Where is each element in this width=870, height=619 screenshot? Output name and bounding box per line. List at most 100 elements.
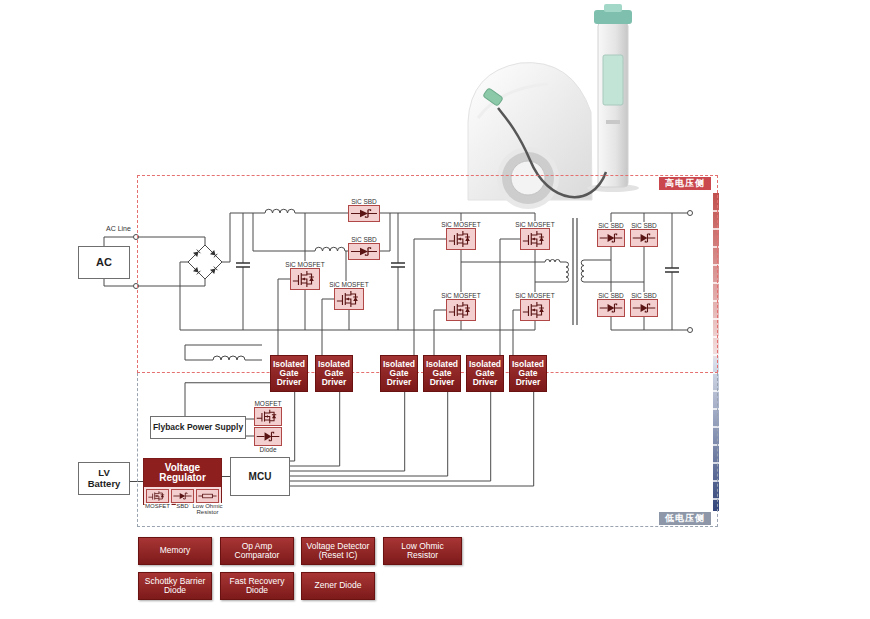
gate-driver-box: Isolated Gate Driver: [509, 355, 547, 392]
pole-screen: [603, 55, 623, 105]
transformer-winding: [566, 260, 584, 282]
gate-driver-box: Isolated Gate Driver: [380, 355, 418, 392]
box-label: Flyback Power Supply: [153, 423, 243, 432]
inductor-symbol: [213, 209, 560, 360]
part-label: SiC MOSFET: [328, 281, 369, 288]
component-box: MOSFET: [254, 407, 282, 426]
wire-connector: [290, 392, 405, 471]
sbd-symbol-use: [600, 234, 623, 242]
wire-connector: [290, 392, 534, 486]
part-label: SiC SBD: [630, 292, 658, 299]
mos-symbol-use: [293, 271, 314, 287]
voltage-colour-bar: [713, 193, 719, 511]
part-label: SiC SBD: [597, 292, 625, 299]
part-label: SBD: [175, 503, 189, 510]
sbd-symbol: [598, 300, 624, 316]
button-label: Voltage Detector (Reset IC): [305, 542, 371, 561]
category-button: Zener Diode: [301, 572, 375, 600]
wire-connector: [290, 392, 491, 481]
mos-symbol-use: [337, 291, 358, 307]
sbd-symbol-use: [351, 248, 377, 256]
mos-symbol: [335, 289, 363, 309]
car-body: [468, 63, 592, 200]
component-box: SiC MOSFET: [334, 288, 364, 310]
wire-connector: [222, 476, 230, 477]
box-label: MCU: [249, 471, 272, 482]
sbd-symbol: [631, 230, 657, 246]
battery-box: LV Battery: [78, 462, 130, 495]
gate-driver-box: Isolated Gate Driver: [423, 355, 461, 392]
component-box: SiC SBD: [597, 229, 625, 247]
power-supply-box: Flyback Power Supply: [150, 416, 246, 439]
box-label: AC: [96, 256, 112, 268]
mos-symbol: [521, 300, 549, 320]
sbd-symbol: [255, 428, 281, 445]
box-label: Isolated Gate Driver: [382, 360, 416, 387]
component-box: SiC SBD: [348, 205, 380, 222]
transformer-core: [573, 218, 577, 325]
sbd-symbol: [349, 244, 379, 259]
res-symbol-use: [198, 494, 216, 498]
part-label: MOSFET: [144, 503, 171, 510]
sbd-symbol: [349, 206, 379, 221]
button-label: Schottky Barrier Diode: [142, 577, 208, 596]
component-box: SiC MOSFET: [520, 299, 550, 321]
category-button: Memory: [138, 537, 212, 565]
colour-bar-dividers: [713, 211, 719, 499]
box-label: Isolated Gate Driver: [425, 360, 459, 387]
rectifier-diodes: [193, 250, 216, 274]
part-label: SiC MOSFET: [440, 221, 481, 228]
region-tag: 高电压侧: [659, 177, 711, 190]
wire-connector: [290, 392, 340, 466]
component-box: SiC MOSFET: [446, 299, 476, 321]
button-label: Zener Diode: [315, 581, 362, 590]
mos-symbol-use: [523, 231, 544, 247]
pole-top: [604, 4, 622, 12]
car-tyre: [502, 152, 554, 204]
component-box: SBD: [171, 489, 194, 503]
res-symbol: [197, 490, 218, 502]
component-box: SiC MOSFET: [446, 228, 476, 250]
source-box: AC: [78, 246, 130, 279]
box-label: Isolated Gate Driver: [272, 360, 306, 387]
gate-driver-box: Isolated Gate Driver: [466, 355, 504, 392]
part-label: SiC SBD: [350, 198, 378, 205]
sbd-symbol-use: [351, 210, 377, 218]
part-label: SiC MOSFET: [440, 292, 481, 299]
wire-connector: [290, 392, 295, 461]
charging-pole: [598, 22, 628, 187]
sbd-symbol-use: [173, 493, 191, 499]
wire-connector: [246, 419, 254, 420]
part-label: SiC MOSFET: [514, 292, 555, 299]
part-label: SiC SBD: [597, 222, 625, 229]
pole-slot: [606, 120, 620, 124]
circuit-wire: [104, 213, 688, 360]
category-button: Schottky Barrier Diode: [138, 572, 212, 600]
charging-plug: [483, 88, 503, 107]
sbd-symbol-use: [600, 304, 623, 312]
mos-symbol: [255, 408, 281, 425]
sbd-symbol-use: [257, 432, 280, 441]
sbd-symbol: [631, 300, 657, 316]
rectifier-diode-bars: [197, 250, 218, 275]
part-label: SiC SBD: [350, 236, 378, 243]
wire-connector: [278, 279, 290, 355]
sbd-symbol: [598, 230, 624, 246]
wire-connector: [434, 310, 446, 355]
terminal: [688, 328, 693, 333]
component-box: MOSFET: [146, 489, 169, 503]
category-button: Op Amp Comparator: [220, 537, 294, 565]
category-button: Low Ohmic Resistor: [383, 537, 462, 565]
mos-symbol: [447, 229, 475, 249]
component-box: SiC MOSFET: [290, 268, 320, 290]
terminal: [688, 211, 693, 216]
wire-connector: [322, 299, 334, 355]
component-box: SiC SBD: [630, 299, 658, 317]
mos-symbol-use: [148, 491, 164, 501]
mcu-box: MCU: [230, 457, 290, 496]
category-button: Voltage Detector (Reset IC): [301, 537, 375, 565]
button-label: Op Amp Comparator: [224, 542, 290, 561]
button-label: Memory: [160, 546, 191, 555]
